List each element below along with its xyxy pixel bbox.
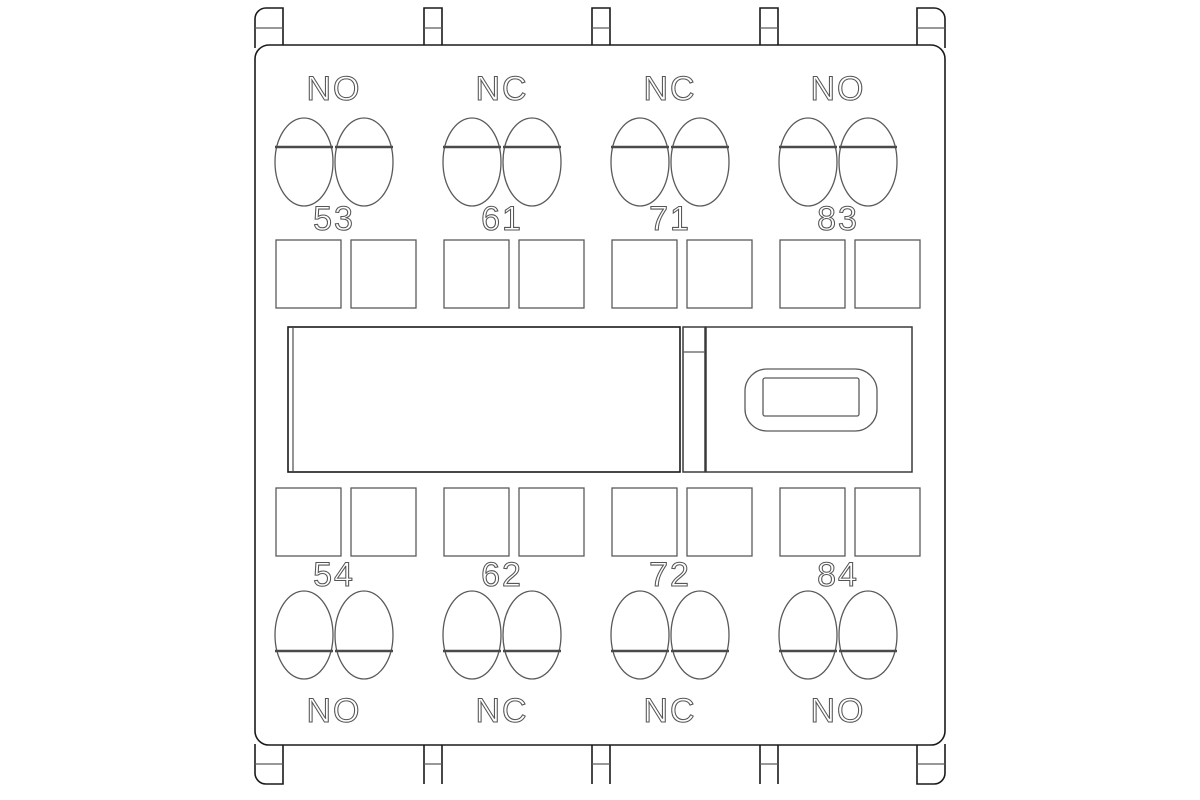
terminal-number-53: 53 (313, 200, 355, 238)
terminal-84-right-screw (838, 590, 898, 680)
tab-top-left (254, 7, 284, 48)
terminal-83-right-screw-body (838, 117, 898, 207)
terminal-number-54: 54 (313, 556, 355, 594)
terminal-54-left-screw-body (274, 590, 334, 680)
terminal-72-right-screw (670, 590, 730, 680)
connector-pad-61-left (443, 239, 510, 309)
contact-2-top-function-label: NC (475, 70, 528, 108)
connector-pad-61-right (518, 239, 585, 309)
terminal-54-left-screw (274, 590, 334, 680)
terminal-83-right-screw (838, 117, 898, 207)
terminal-84-left-screw (778, 590, 838, 680)
terminal-53-left-screw-body (274, 117, 334, 207)
terminal-61-left-screw-body (442, 117, 502, 207)
terminal-number-84: 84 (817, 556, 859, 594)
connector-pad-84-left (779, 487, 846, 557)
tab-top-2 (423, 7, 443, 48)
terminal-72-left-screw (610, 590, 670, 680)
tab-bottom-4 (759, 743, 779, 784)
terminal-62-right-screw (502, 590, 562, 680)
terminal-number-72: 72 (649, 556, 691, 594)
terminal-61-right-screw-body (502, 117, 562, 207)
connector-pad-54-right (350, 487, 417, 557)
terminal-62-right-screw-body (502, 590, 562, 680)
terminal-72-right-screw-body (670, 590, 730, 680)
snap-slot-inner (762, 377, 860, 417)
terminal-72-left-screw-body (610, 590, 670, 680)
terminal-71-right-screw-body (670, 117, 730, 207)
connector-pad-71-left (611, 239, 678, 309)
terminal-53-left-screw (274, 117, 334, 207)
terminal-number-61: 61 (481, 200, 523, 238)
mounting-tabs-bottom (254, 743, 946, 785)
mounting-tabs-top (254, 7, 946, 48)
nameplate-label-rect (287, 326, 681, 473)
connector-pad-62-right (518, 487, 585, 557)
terminal-84-right-screw-body (838, 590, 898, 680)
tab-bottom-2 (423, 743, 443, 784)
terminal-62-left-screw-body (442, 590, 502, 680)
terminal-62-left-screw (442, 590, 502, 680)
tab-top-4 (759, 7, 779, 48)
contact-1-bottom-function-label: NO (307, 692, 362, 730)
terminal-number-83: 83 (817, 200, 859, 238)
tab-bottom-left (254, 744, 284, 785)
terminal-number-71: 71 (649, 200, 691, 238)
connector-pad-72-left (611, 487, 678, 557)
contact-4-top-function-label: NO (811, 70, 866, 108)
connector-pad-72-right (686, 487, 753, 557)
contact-1-top-function-label: NO (307, 70, 362, 108)
connector-pad-84-right (854, 487, 921, 557)
terminal-54-right-screw-body (334, 590, 394, 680)
terminal-71-left-screw (610, 117, 670, 207)
tab-top-3 (591, 7, 611, 48)
connector-pad-54-left (275, 487, 342, 557)
terminal-83-left-screw (778, 117, 838, 207)
tab-bottom-right (916, 744, 946, 785)
contact-4-bottom-function-label: NO (811, 692, 866, 730)
terminal-53-right-screw-body (334, 117, 394, 207)
center-gap-strip (682, 326, 706, 473)
connector-pad-53-right (350, 239, 417, 309)
connector-pad-71-right (686, 239, 753, 309)
contact-3-top-function-label: NC (643, 70, 696, 108)
terminal-84-left-screw-body (778, 590, 838, 680)
tab-top-right (916, 7, 946, 48)
terminal-71-left-screw-body (610, 117, 670, 207)
contact-2-bottom-function-label: NC (475, 692, 528, 730)
terminal-54-right-screw (334, 590, 394, 680)
terminal-61-right-screw (502, 117, 562, 207)
terminal-number-62: 62 (481, 556, 523, 594)
connector-pad-62-left (443, 487, 510, 557)
terminal-71-right-screw (670, 117, 730, 207)
terminal-61-left-screw (442, 117, 502, 207)
connector-pad-83-left (779, 239, 846, 309)
connector-pad-83-right (854, 239, 921, 309)
terminal-53-right-screw (334, 117, 394, 207)
contact-3-bottom-function-label: NC (643, 692, 696, 730)
tab-bottom-3 (591, 743, 611, 784)
connector-pad-53-left (275, 239, 342, 309)
nameplate-panel (287, 326, 913, 473)
terminal-83-left-screw-body (778, 117, 838, 207)
